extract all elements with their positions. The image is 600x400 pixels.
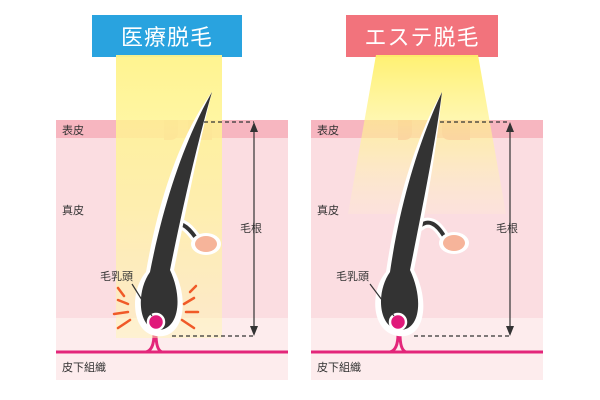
epidermis-label: 表皮 <box>62 123 84 137</box>
arrow-down-icon <box>250 326 258 336</box>
medical-hair-removal-title: 医療脱毛 <box>92 15 242 57</box>
arrow-up-icon <box>250 122 258 132</box>
dermal-papilla-label: 毛乳頭 <box>336 270 369 283</box>
hair-shaft <box>380 92 442 331</box>
hair-root-label: 毛根 <box>240 221 262 235</box>
subcutaneous-label: 皮下組織 <box>317 361 361 374</box>
arrow-down-icon <box>506 326 514 336</box>
sebaceous-gland <box>195 236 217 252</box>
papilla-leader-line <box>131 283 153 317</box>
sebaceous-gland <box>443 235 465 251</box>
dermal-papilla <box>388 312 408 332</box>
papilla-leader-line <box>369 283 395 317</box>
medical-panel: 表皮 真皮 毛根 毛乳頭 皮下組織 <box>56 55 288 380</box>
heat-burst-right-icon <box>180 284 200 330</box>
hair-root-label: 毛根 <box>496 221 518 235</box>
blood-vessel-branch <box>389 333 407 354</box>
subcutaneous-layer <box>311 318 543 380</box>
heat-burst-left-icon <box>112 286 132 330</box>
esthetic-panel: 表皮 真皮 毛根 毛乳頭 皮下組織 <box>311 55 543 380</box>
dermis-label: 真皮 <box>62 203 84 217</box>
dermal-papilla <box>146 312 166 332</box>
dermal-papilla-label: 毛乳頭 <box>100 270 133 283</box>
arrow-up-icon <box>506 122 514 132</box>
epidermis-label: 表皮 <box>317 123 339 137</box>
dermis-label: 真皮 <box>317 203 339 217</box>
subcutaneous-label: 皮下組織 <box>62 361 106 374</box>
esthetic-hair-removal-title: エステ脱毛 <box>346 15 498 57</box>
hair-shaft <box>140 92 212 331</box>
